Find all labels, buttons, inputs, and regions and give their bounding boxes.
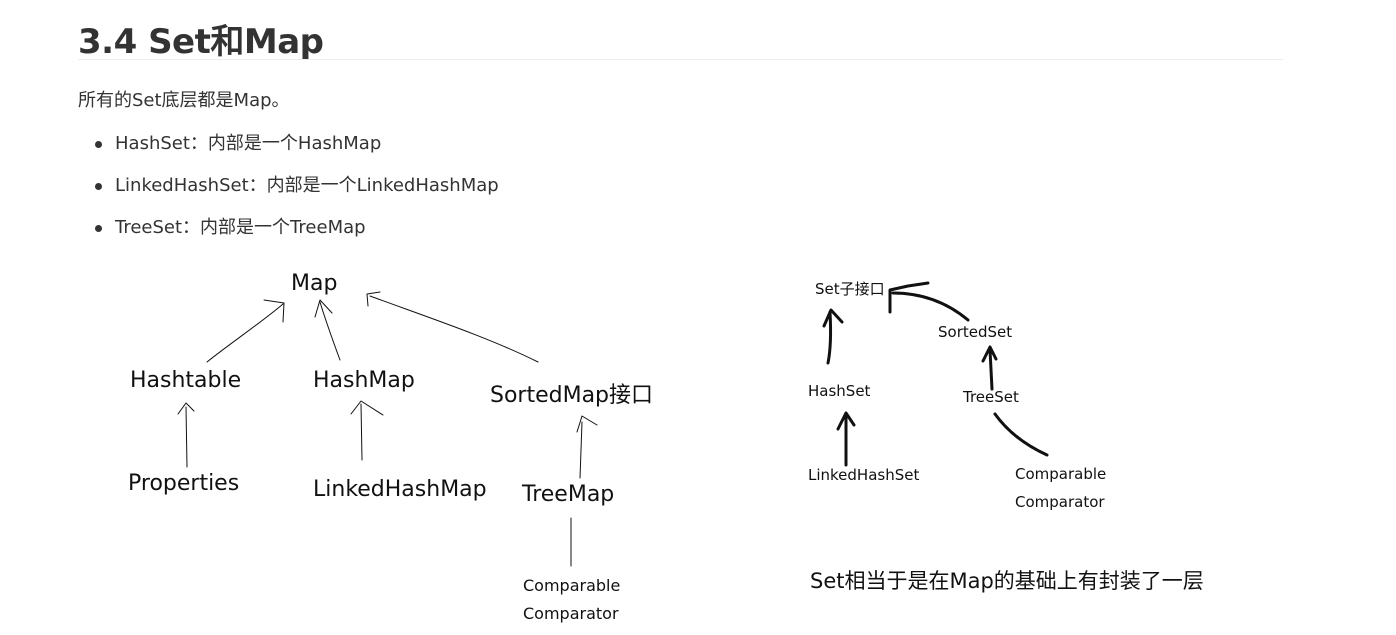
heading-divider xyxy=(78,59,1283,60)
list-item-treeset: TreeSet：内部是一个TreeMap xyxy=(78,208,499,250)
edge-linkedhashset-hashset xyxy=(836,411,856,467)
node-hashset: HashSet xyxy=(808,382,871,400)
intro-paragraph: 所有的Set底层都是Map。 xyxy=(78,90,290,111)
node-set-comparator: Comparator xyxy=(1015,493,1105,511)
node-map-comparator: Comparator xyxy=(523,604,619,623)
edge-sortedmap-map xyxy=(366,291,539,363)
node-linkedhashmap: LinkedHashMap xyxy=(313,477,487,502)
node-properties: Properties xyxy=(128,471,239,496)
edge-linkedhashmap-hashmap xyxy=(350,400,384,461)
diagram-caption: Set相当于是在Map的基础上有封装了一层 xyxy=(810,569,1204,593)
node-hashtable: Hashtable xyxy=(130,368,241,393)
edge-sortedset-set xyxy=(888,281,970,322)
node-set: Set子接口 xyxy=(815,280,885,298)
list-item-linkedhashset: LinkedHashSet：内部是一个LinkedHashMap xyxy=(78,166,499,208)
node-treeset: TreeSet xyxy=(962,388,1019,406)
set-hierarchy-diagram: Set子接口 SortedSet HashSet TreeSet LinkedH… xyxy=(808,280,1106,511)
edge-treeset-sortedset xyxy=(981,345,998,391)
set-implementation-list: HashSet：内部是一个HashMap LinkedHashSet：内部是一个… xyxy=(78,124,499,250)
edge-treemap-sortedmap xyxy=(576,415,598,479)
edge-hashmap-map xyxy=(314,299,341,361)
edge-hashtable-map xyxy=(206,299,285,363)
edge-treeset-comparator xyxy=(993,412,1049,457)
list-item-hashset: HashSet：内部是一个HashMap xyxy=(78,124,499,166)
node-map: Map xyxy=(291,271,337,296)
section-heading: 3.4 Set和Map xyxy=(78,22,324,62)
edge-hashset-set xyxy=(822,308,844,365)
node-treemap: TreeMap xyxy=(521,482,614,507)
node-set-comparable: Comparable xyxy=(1015,465,1106,483)
node-sortedset: SortedSet xyxy=(938,323,1012,341)
map-hierarchy-diagram: Map Hashtable HashMap SortedMap接口 Proper… xyxy=(128,271,653,623)
node-hashmap: HashMap xyxy=(313,368,415,393)
node-linkedhashset: LinkedHashSet xyxy=(808,466,919,484)
node-map-comparable: Comparable xyxy=(523,576,620,595)
edge-properties-hashtable xyxy=(177,402,195,468)
node-sortedmap: SortedMap接口 xyxy=(490,383,653,408)
